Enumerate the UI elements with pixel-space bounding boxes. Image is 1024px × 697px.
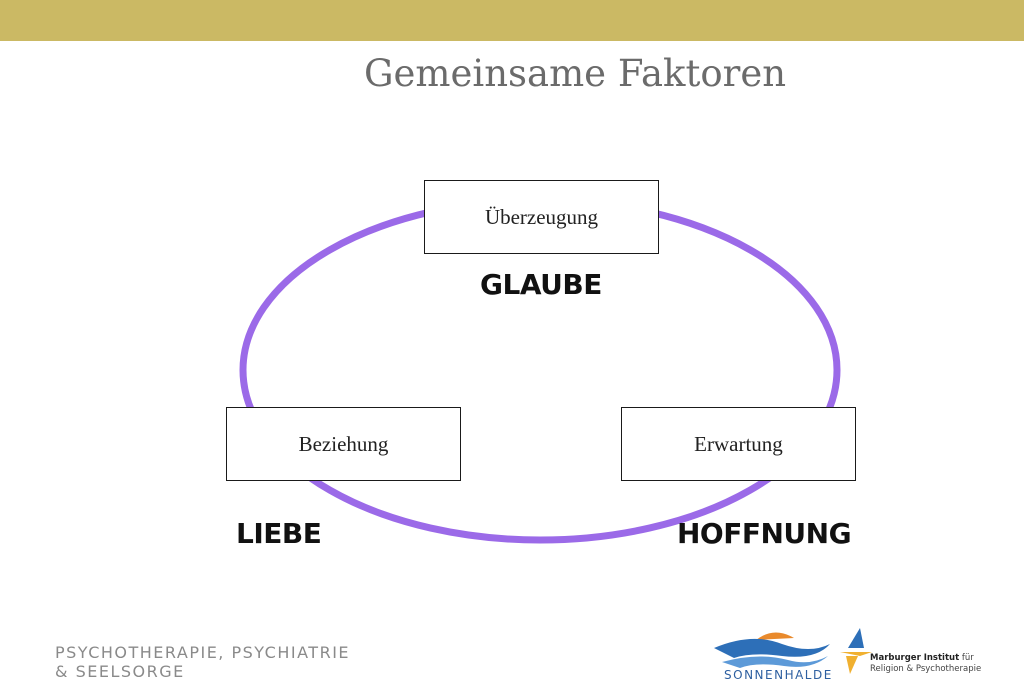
marburger-subtitle: Religion & Psychotherapie [870,664,982,674]
slide-title: Gemeinsame Faktoren [363,52,787,95]
marburger-logo-icon [840,628,872,674]
footer-line-2: & SEELSORGE [55,662,185,681]
box-beziehung-label: Beziehung [298,431,389,456]
footer-line-1: PSYCHOTHERAPIE, PSYCHIATRIE [55,643,351,662]
marburger-logo-text: Marburger Institut für Religion & Psycho… [870,653,981,675]
sonnenhalde-logo-icon [714,632,830,668]
box-ueberzeugung: Überzeugung [424,180,659,254]
label-hoffnung: HOFFNUNG [677,517,852,550]
footer-caption: PSYCHOTHERAPIE, PSYCHIATRIE & SEELSORGE [55,643,350,681]
box-erwartung-label: Erwartung [694,431,783,456]
marburger-fuer: für [961,653,974,663]
label-glaube: GLAUBE [480,268,602,301]
top-accent-bar [0,0,1024,41]
box-ueberzeugung-label: Überzeugung [484,204,599,229]
box-erwartung: Erwartung [621,407,856,481]
sonnenhalde-logo-text: SONNENHALDE [724,668,833,682]
marburger-name: Marburger Institut [870,653,960,663]
label-liebe: LIEBE [236,517,322,550]
box-beziehung: Beziehung [226,407,461,481]
